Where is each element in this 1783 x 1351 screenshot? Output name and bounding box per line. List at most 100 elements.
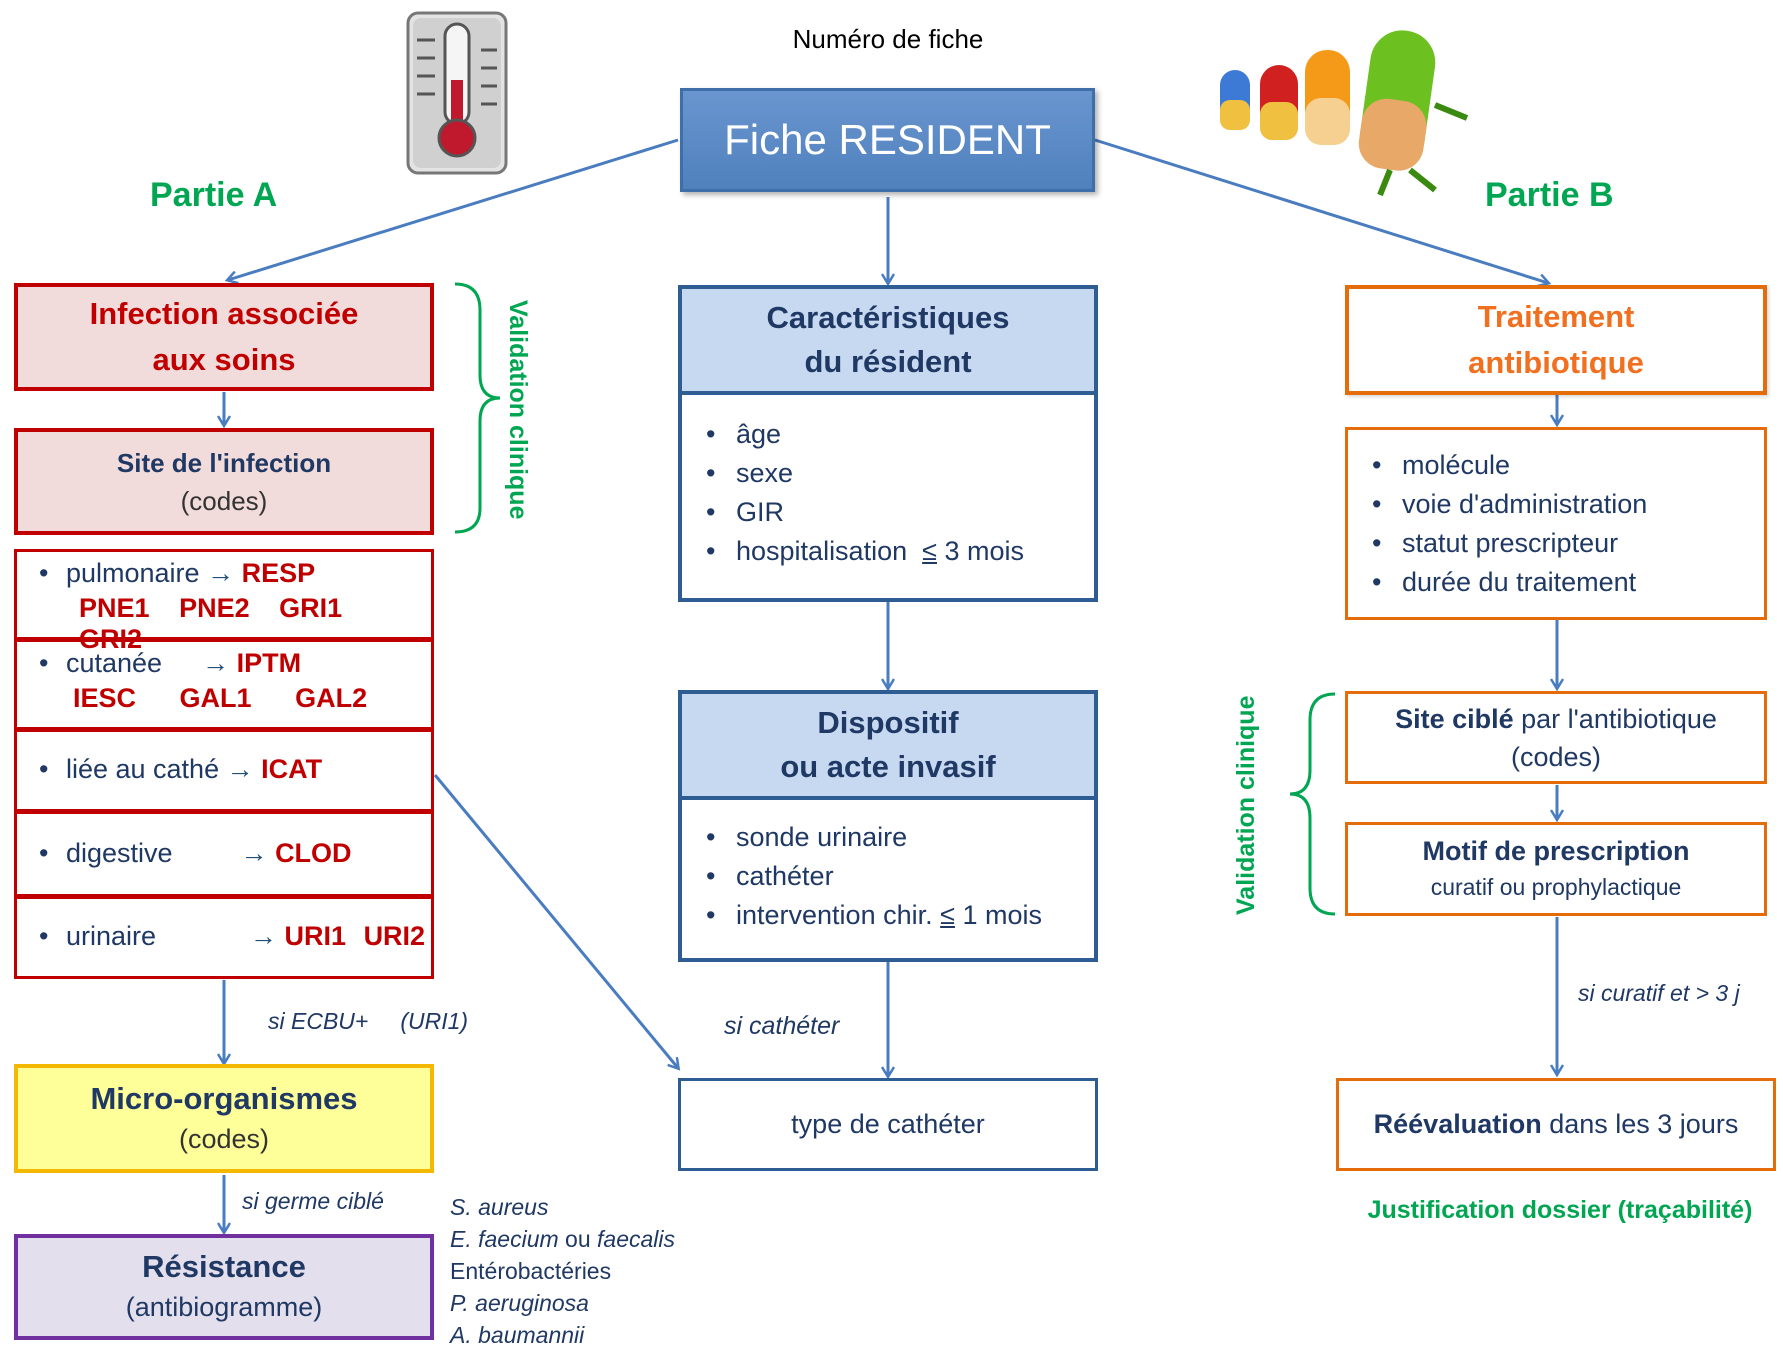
site-subcode: PNE1 <box>79 593 150 623</box>
hosp-label: hospitalisation <box>736 536 908 566</box>
infection-site-box: Site de l'infection (codes) <box>14 428 434 535</box>
ias-line-2: aux soins <box>152 342 296 377</box>
list-item: sexe <box>702 454 1094 493</box>
site-label: pulmonaire <box>65 558 200 588</box>
characteristics-list: âge sexe GIR hospitalisation ≤ 3 mois <box>682 395 1094 571</box>
list-item: hospitalisation ≤ 3 mois <box>702 532 1094 571</box>
arrow-title-to-traitement <box>1094 138 1548 283</box>
curative-condition: si curatif et > 3 j <box>1578 980 1740 1006</box>
site-label: liée au cathé <box>65 754 220 784</box>
site-label: cutanée <box>65 648 163 678</box>
treatment-box: Traitement antibiotique <box>1345 285 1767 395</box>
site-code: IPTM <box>236 648 302 678</box>
targeted-site-sub: (codes) <box>1510 741 1602 772</box>
list-item: GIR <box>702 493 1094 532</box>
germ-list: S. aureus E. faecium ou faecalis Entérob… <box>450 1191 720 1351</box>
site-pulmonaire: • pulmonaire → RESP PNE1 PNE2 GRI1 GRI2 <box>14 549 434 654</box>
micro-organismes-box: Micro-organismes (codes) <box>14 1064 434 1173</box>
germ-item: S. aureus <box>450 1194 549 1220</box>
ias-box: Infection associée aux soins <box>14 283 434 391</box>
treatment-line-2: antibiotique <box>1468 345 1644 380</box>
germ-name: faecalis <box>597 1226 676 1252</box>
brace-left <box>454 282 501 534</box>
list-item: molécule <box>1368 446 1764 485</box>
site-code: RESP <box>241 558 316 588</box>
right-arrow-icon: → <box>250 921 278 951</box>
targeted-site-bold: Site ciblé <box>1395 703 1514 734</box>
site-subcode: GAL2 <box>295 683 368 713</box>
right-arrow-icon: → <box>240 838 268 868</box>
germ-condition: si germe ciblé <box>242 1188 384 1214</box>
infection-site-sub: (codes) <box>180 485 268 516</box>
reevaluation-box: Réévaluation dans les 3 jours <box>1336 1078 1776 1171</box>
device-header: Dispositif ou acte invasif <box>682 694 1094 800</box>
site-code: URI2 <box>363 921 426 951</box>
germ-name: E. faecium <box>450 1226 559 1252</box>
ecbu-condition: si ECBU+(URI1) <box>268 1008 488 1035</box>
treatment-line-1: Traitement <box>1477 299 1635 334</box>
fiche-number-label: Numéro de fiche <box>792 24 984 54</box>
arrow-icat-to-cathtype <box>433 774 678 1068</box>
site-digestive: • digestive→ CLOD <box>14 811 434 897</box>
characteristics-line-1: Caractéristiques <box>766 300 1010 335</box>
resistance-title: Résistance <box>142 1249 306 1284</box>
site-code: URI1 <box>284 921 347 951</box>
part-b-label: Partie B <box>1485 176 1614 214</box>
device-line-1: Dispositif <box>817 705 959 740</box>
germ-item: E. faecium ou faecalis <box>450 1223 720 1255</box>
brace-right <box>1289 692 1336 916</box>
device-box: Dispositif ou acte invasif sonde urinair… <box>678 690 1098 962</box>
interv-value: 1 mois <box>962 900 1042 930</box>
ias-line-1: Infection associée <box>89 296 359 331</box>
right-arrow-icon: → <box>226 754 254 784</box>
device-line-2: ou acte invasif <box>780 749 996 784</box>
micro-sub: (codes) <box>178 1123 270 1154</box>
reevaluation-bold: Réévaluation <box>1373 1109 1542 1139</box>
characteristics-header: Caractéristiques du résident <box>682 289 1094 395</box>
list-item: statut prescripteur <box>1368 524 1764 563</box>
resistance-sub: (antibiogramme) <box>125 1292 323 1322</box>
resistance-box: Résistance (antibiogramme) <box>14 1234 434 1340</box>
list-item: âge <box>702 415 1094 454</box>
catheter-condition: si cathéter <box>724 1012 840 1040</box>
targeted-site-rest: par l'antibiotique <box>1513 703 1717 734</box>
treatment-list-box: molécule voie d'administration statut pr… <box>1345 427 1767 620</box>
justification-label: Justification dossier (traçabilité) <box>1367 1196 1753 1224</box>
germ-item: P. aeruginosa <box>450 1290 589 1316</box>
interv-label: intervention chir. <box>736 900 933 930</box>
thermometer-icon <box>405 10 513 180</box>
treatment-list: molécule voie d'administration statut pr… <box>1348 430 1764 602</box>
targeted-site-box: Site ciblé par l'antibiotique (codes) <box>1345 691 1767 784</box>
motive-title: Motif de prescription <box>1422 836 1690 866</box>
site-cutanee: • cutanée→ IPTM IESC GAL1 GAL2 <box>14 639 434 730</box>
ecbu-text: si ECBU+ <box>268 1008 369 1034</box>
micro-title: Micro-organismes <box>90 1080 358 1116</box>
site-label: urinaire <box>65 921 157 951</box>
germ-item: Entérobactéries <box>450 1258 612 1284</box>
site-code: ICAT <box>261 754 323 784</box>
site-subcode: GAL1 <box>179 683 252 713</box>
site-catheter: • liée au cathé → ICAT <box>14 729 434 812</box>
catheter-type-box: type de cathéter <box>678 1078 1098 1171</box>
pills-icon <box>1205 10 1475 200</box>
prescription-motive-box: Motif de prescription curatif ou prophyl… <box>1345 822 1767 916</box>
infection-site-title: Site de l'infection <box>116 447 332 478</box>
le-symbol: ≤ <box>922 536 937 566</box>
hosp-value: 3 mois <box>944 536 1025 566</box>
validation-clinique-right: Validation clinique <box>1232 695 1260 915</box>
germ-item: A. baumannii <box>450 1322 585 1348</box>
germ-conj: ou <box>558 1226 598 1252</box>
catheter-type-label: type de cathéter <box>791 1109 985 1139</box>
right-arrow-icon: → <box>207 558 235 588</box>
motive-sub: curatif ou prophylactique <box>1430 874 1682 900</box>
site-subcode: IESC <box>73 683 137 713</box>
site-code: CLOD <box>275 838 352 868</box>
site-subcode: PNE2 <box>179 593 250 623</box>
list-item: voie d'administration <box>1368 485 1764 524</box>
part-a-label: Partie A <box>150 176 278 214</box>
list-item: durée du traitement <box>1368 563 1764 602</box>
reevaluation-rest: dans les 3 jours <box>1541 1109 1739 1139</box>
le-symbol: ≤ <box>940 900 955 930</box>
device-list: sonde urinaire cathéter intervention chi… <box>682 800 1094 935</box>
